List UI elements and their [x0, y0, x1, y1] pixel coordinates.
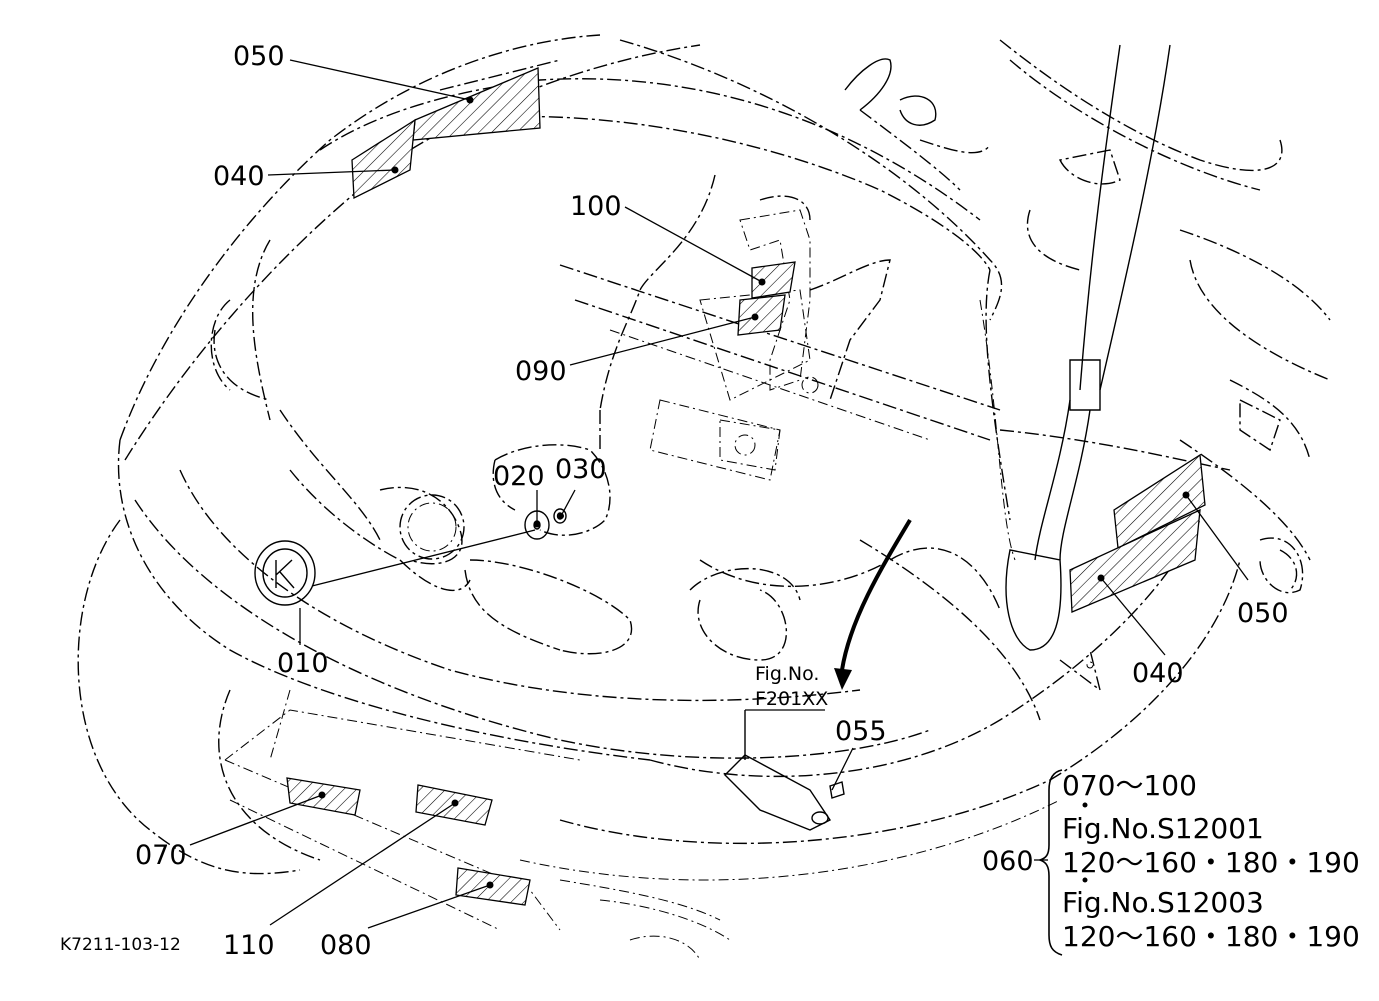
direction-arrow — [840, 518, 912, 671]
note-060-line5: 120～160・180・190 — [1062, 920, 1360, 953]
note-060-line4: Fig.No.S12003 — [1062, 886, 1264, 919]
emblem-opening — [399, 494, 465, 560]
fig-ref-number: F201XX — [755, 688, 828, 710]
decal-040-right — [1069, 508, 1201, 613]
note-dot-2 — [1082, 877, 1088, 883]
decal-090 — [737, 294, 786, 336]
decal-040-top — [351, 118, 416, 200]
callout-055: 055 — [835, 716, 887, 747]
callout-100: 100 — [570, 191, 622, 222]
callout-050-right: 050 — [1237, 598, 1289, 629]
note-bracket — [1037, 769, 1063, 956]
callout-040-right: 040 — [1132, 658, 1184, 689]
note-060-line1: 070～100 — [1062, 769, 1197, 802]
callout-050-top: 050 — [233, 41, 285, 72]
callout-110: 110 — [223, 930, 275, 961]
callout-060: 060 — [982, 846, 1034, 877]
decal-100 — [751, 261, 796, 299]
fig-ref-label: Fig.No. — [755, 663, 819, 685]
callout-020: 020 — [493, 461, 545, 492]
decal-050-right — [1113, 453, 1206, 549]
callout-090: 090 — [515, 356, 567, 387]
callout-040-top: 040 — [213, 161, 265, 192]
leader-lines — [189, 59, 1249, 929]
callout-070: 070 — [135, 840, 187, 871]
note-dot-1 — [1082, 802, 1088, 808]
callout-080: 080 — [320, 930, 372, 961]
drawing-id: K7211-103-12 — [60, 935, 181, 955]
callout-030: 030 — [555, 454, 607, 485]
callout-010: 010 — [277, 648, 329, 679]
direction-arrowhead — [834, 668, 852, 690]
emblem-010 — [254, 540, 316, 606]
note-060-line3: 120～160・180・190 — [1062, 846, 1360, 879]
bracket-055 — [724, 710, 845, 831]
note-060-line2: Fig.No.S12001 — [1062, 812, 1264, 845]
